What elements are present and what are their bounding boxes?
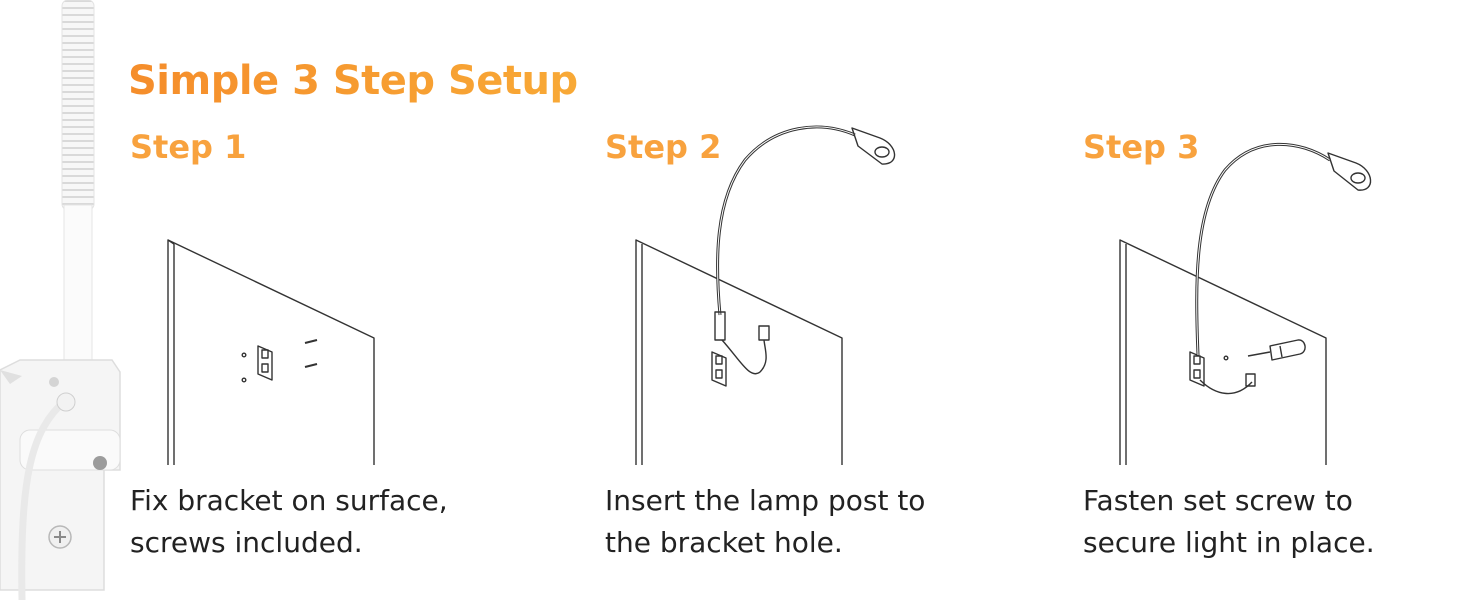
step-2-caption: Insert the lamp post to the bracket hole… [605,480,985,564]
step-1-heading: Step 1 [130,128,247,166]
step-1-caption: Fix bracket on surface, screws included. [130,480,510,564]
step-3-caption-line-2: secure light in place. [1083,526,1375,559]
step-3-caption-line-1: Fasten set screw to [1083,484,1353,517]
step-2-caption-line-2: the bracket hole. [605,526,843,559]
step-1-caption-line-2: screws included. [130,526,363,559]
page-title: Simple 3 Step Setup [128,58,578,104]
step-3-caption: Fasten set screw to secure light in plac… [1083,480,1463,564]
step-1-caption-line-1: Fix bracket on surface, [130,484,448,517]
step-2-caption-line-1: Insert the lamp post to [605,484,926,517]
step-3-heading: Step 3 [1083,128,1200,166]
step-2-heading: Step 2 [605,128,722,166]
